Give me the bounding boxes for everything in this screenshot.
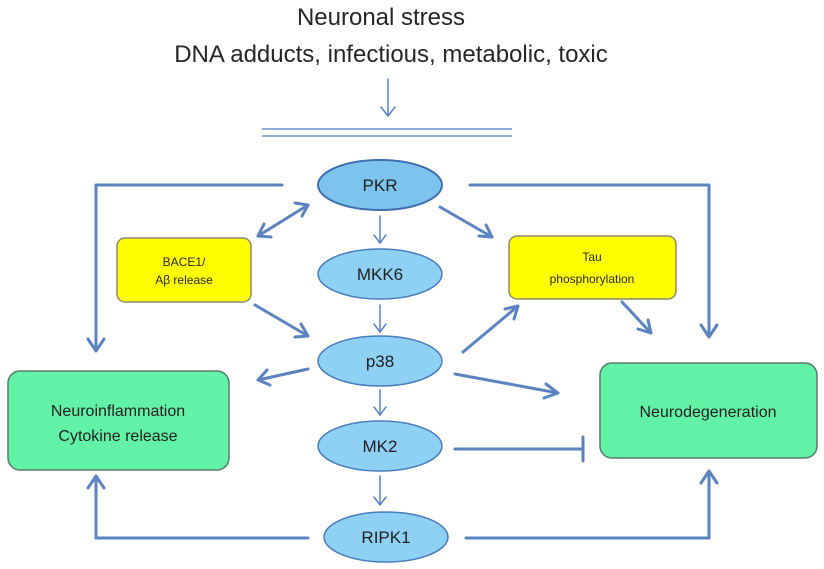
arrowhead-p38-tau <box>503 304 520 321</box>
title-line-1: Neuronal stress <box>297 4 465 31</box>
mkk6-ellipse <box>317 248 443 300</box>
node-tau: Tau phosphorylation <box>508 235 677 300</box>
tau-label-line-1: Tau <box>582 250 601 264</box>
arrowhead-pkr-neurodegeneration <box>699 323 719 339</box>
node-mk2: MK2 <box>317 420 443 472</box>
arrowhead-pkr-end <box>293 201 310 218</box>
p38-label: p38 <box>366 352 394 371</box>
node-p38: p38 <box>317 335 443 387</box>
edge-p38-tau <box>461 304 520 354</box>
neurodegeneration-box <box>599 362 818 459</box>
pkr-ellipse <box>317 159 443 211</box>
arrowhead-p38-mk2 <box>373 406 387 416</box>
bace1-box <box>116 237 252 303</box>
neuroinflammation-box <box>7 370 230 471</box>
mk2-ellipse <box>317 420 443 472</box>
node-ripk1: RIPK1 <box>323 511 449 563</box>
arrowhead-bace1-p38 <box>293 322 310 339</box>
p38-ellipse <box>317 335 443 387</box>
tau-box <box>508 235 677 300</box>
ripk1-label: RIPK1 <box>361 528 410 547</box>
pkr-label: PKR <box>363 176 398 195</box>
node-neurodegeneration: Neurodegeneration <box>599 362 818 459</box>
stress-input-arrowhead <box>380 106 396 117</box>
arrowhead-ripk1-neurodegeneration <box>699 469 719 485</box>
edge-pkr-neuroinflammation <box>94 183 284 352</box>
neuroinflammation-label-line-1: Neuroinflammation <box>51 403 185 420</box>
bace1-label-line-1: BACE1/ <box>163 255 206 269</box>
node-neuroinflammation: Neuroinflammation Cytokine release <box>7 370 230 471</box>
arrowhead-pkr-mkk6 <box>373 234 387 244</box>
arrowhead-pkr-neuroinflammation <box>86 337 106 353</box>
mkk6-label: MKK6 <box>357 265 403 284</box>
bace1-label-line-2: Aβ release <box>155 273 213 287</box>
arrowhead-p38-neurodegeneration <box>542 382 560 400</box>
tau-label-line-2: phosphorylation <box>550 272 635 286</box>
node-pkr: PKR <box>317 159 443 211</box>
edge-ripk1-neuroinflammation <box>94 475 310 540</box>
ripk1-ellipse <box>323 511 449 563</box>
arrowhead-bace1-end <box>256 222 273 239</box>
edge-pkr-tau <box>438 205 494 239</box>
edge-p38-neurodegeneration <box>453 372 560 395</box>
edge-tau-neurodegeneration <box>620 300 653 335</box>
edge-p38-neuroinflammation <box>256 367 310 382</box>
arrowhead-tau-neurodegeneration <box>636 318 653 335</box>
edge-bace1-p38 <box>253 303 310 338</box>
title-line-2: DNA adducts, infectious, metabolic, toxi… <box>174 41 608 68</box>
arrowhead-mkk6-p38 <box>373 323 387 333</box>
arrowhead-pkr-tau <box>477 223 494 239</box>
neuroinflammation-label-line-2: Cytokine release <box>58 428 177 445</box>
neurodegeneration-label: Neurodegeneration <box>640 404 777 421</box>
arrowhead-mk2-ripk1 <box>373 496 387 506</box>
edge-pkr-neurodegeneration <box>468 183 711 338</box>
edge-ripk1-neurodegeneration <box>464 470 711 540</box>
arrowhead-ripk1-neuroinflammation <box>86 474 106 490</box>
node-bace1: BACE1/ Aβ release <box>116 237 252 303</box>
edge-pkr-bace1 <box>256 203 310 238</box>
arrowhead-p38-neuroinflammation <box>256 368 272 387</box>
node-mkk6: MKK6 <box>317 248 443 300</box>
mk2-label: MK2 <box>363 437 398 456</box>
